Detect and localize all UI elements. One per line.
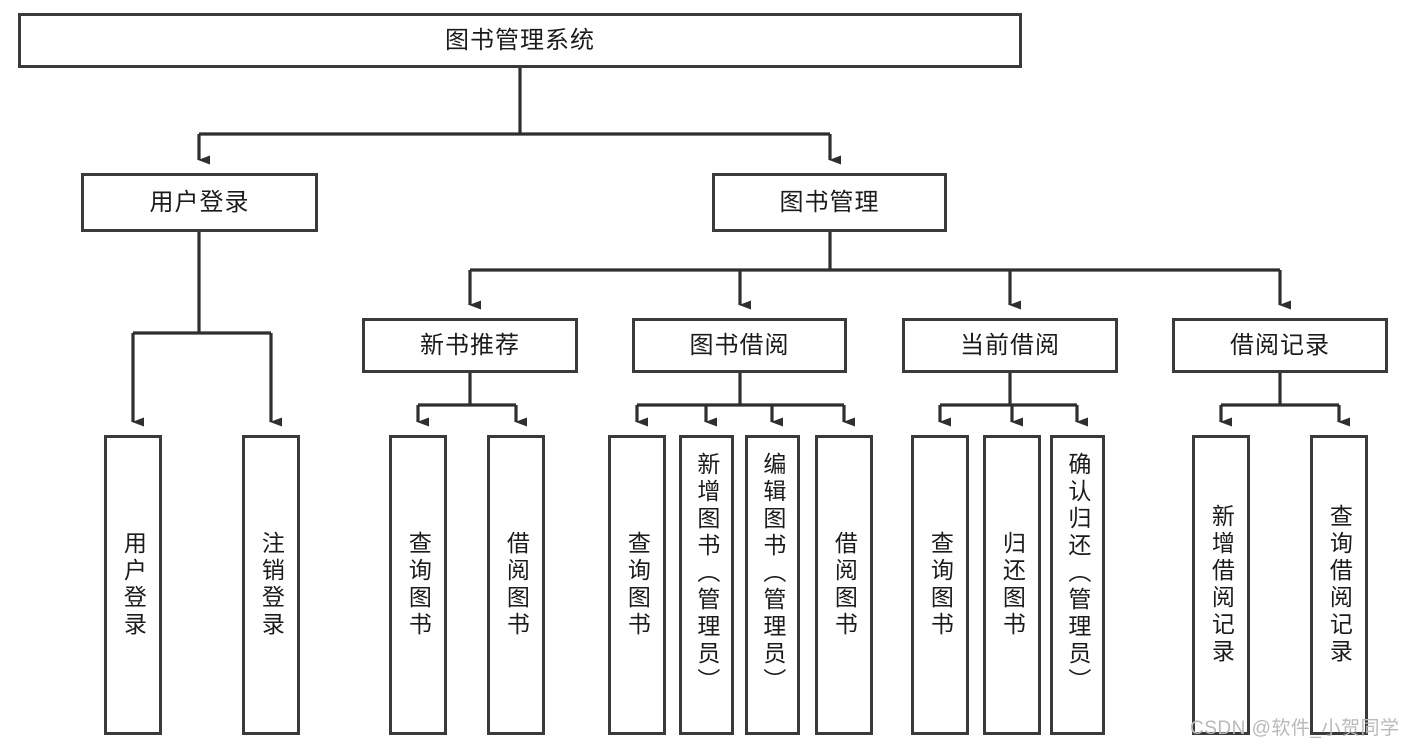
node-leaf-return-book[interactable]: 归还图书	[983, 435, 1041, 735]
node-label: 新增借阅记录	[1208, 504, 1235, 666]
node-root-system[interactable]: 图书管理系统	[18, 13, 1022, 68]
node-label: 确认归还（管理员）	[1064, 452, 1091, 695]
node-label: 新增图书（管理员）	[693, 452, 720, 695]
node-leaf-logout-login[interactable]: 注销登录	[242, 435, 300, 735]
node-label: 图书借阅	[689, 331, 790, 359]
node-label: 编辑图书（管理员）	[759, 452, 786, 695]
node-leaf-query-book-borrow[interactable]: 查询图书	[608, 435, 666, 735]
node-leaf-query-book-recommend[interactable]: 查询图书	[389, 435, 447, 735]
node-label: 用户登录	[149, 188, 250, 216]
node-label: 借阅图书	[831, 531, 858, 639]
node-book-manage[interactable]: 图书管理	[712, 173, 947, 232]
node-borrow-record[interactable]: 借阅记录	[1172, 318, 1388, 373]
node-label: 归还图书	[999, 531, 1026, 639]
node-label: 借阅记录	[1230, 331, 1330, 359]
node-label: 查询图书	[405, 531, 432, 639]
node-leaf-add-book-admin[interactable]: 新增图书（管理员）	[679, 435, 734, 735]
node-leaf-user-login[interactable]: 用户登录	[104, 435, 162, 735]
node-label: 注销登录	[258, 531, 285, 639]
node-leaf-query-borrow-record[interactable]: 查询借阅记录	[1310, 435, 1368, 735]
node-label: 新书推荐	[420, 331, 520, 359]
node-leaf-borrow-book-recommend[interactable]: 借阅图书	[487, 435, 545, 735]
node-label: 借阅图书	[503, 531, 530, 639]
node-book-borrow[interactable]: 图书借阅	[632, 318, 847, 373]
node-label: 图书管理	[779, 188, 880, 216]
node-label: 图书管理系统	[445, 26, 595, 54]
node-label: 查询图书	[624, 531, 651, 639]
node-label: 查询借阅记录	[1326, 504, 1353, 666]
csdn-watermark: CSDN @软件_小贺同学	[1190, 718, 1400, 739]
node-label: 查询图书	[927, 531, 954, 639]
node-label: 当前借阅	[960, 331, 1060, 359]
node-leaf-query-book-current[interactable]: 查询图书	[911, 435, 969, 735]
node-leaf-borrow-book-borrow[interactable]: 借阅图书	[815, 435, 873, 735]
node-leaf-confirm-return-admin[interactable]: 确认归还（管理员）	[1050, 435, 1105, 735]
node-new-book-recommend[interactable]: 新书推荐	[362, 318, 578, 373]
node-current-borrow[interactable]: 当前借阅	[902, 318, 1118, 373]
node-label: 用户登录	[120, 531, 147, 639]
node-user-login[interactable]: 用户登录	[81, 173, 318, 232]
node-leaf-edit-book-admin[interactable]: 编辑图书（管理员）	[745, 435, 800, 735]
node-leaf-add-borrow-record[interactable]: 新增借阅记录	[1192, 435, 1250, 735]
